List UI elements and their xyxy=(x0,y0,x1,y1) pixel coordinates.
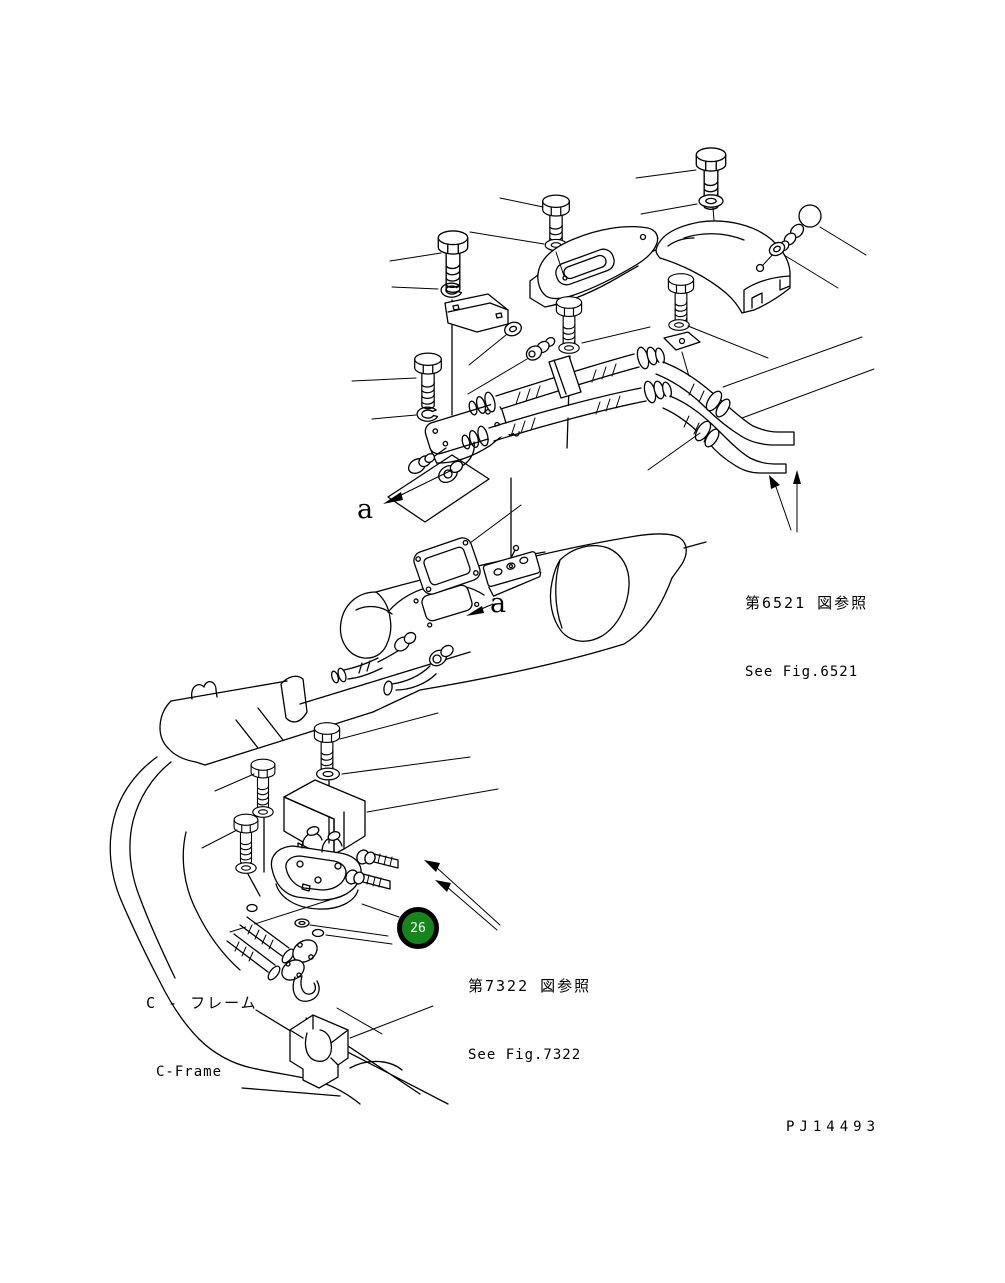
section-view-label-a-upper: a xyxy=(357,494,374,525)
beam-fitting-2 xyxy=(383,644,454,696)
part-balloon-26[interactable]: 26 xyxy=(397,907,439,949)
drawing-number: PJ14493 xyxy=(786,1119,881,1135)
upper-right-cover-assembly xyxy=(635,147,867,314)
reference-fig-6521-jp: 第6521 図参照 xyxy=(745,594,869,613)
clamp-block xyxy=(289,1005,434,1089)
reference-fig-6521-en: See Fig.6521 xyxy=(745,663,859,680)
c-frame-label-jp: C - フレーム xyxy=(146,994,258,1013)
c-frame-label: C - フレーム C-Frame xyxy=(146,947,258,1105)
hose-assembly xyxy=(461,336,875,533)
elbow-fitting-1 xyxy=(407,453,436,474)
elbow-fitting-2 xyxy=(438,460,464,484)
reference-fig-7322-en: See Fig.7322 xyxy=(468,1046,582,1063)
upper-center-cover-assembly xyxy=(467,194,769,395)
lower-valve-assembly xyxy=(201,712,501,1089)
c-frame-label-en: C-Frame xyxy=(156,1063,223,1080)
lower-valve-flange xyxy=(270,826,399,910)
gasket xyxy=(413,537,481,595)
round-head-bolt xyxy=(778,204,822,252)
small-bolt-right xyxy=(663,273,769,381)
beam-assembly xyxy=(159,504,707,766)
beam-fitting-1 xyxy=(330,631,417,684)
plug-bolt xyxy=(525,336,556,361)
section-view-label-a-lower: a xyxy=(490,588,507,619)
reference-fig-6521[interactable]: 第6521 図参照 See Fig.6521 xyxy=(745,547,868,705)
reference-fig-7322[interactable]: 第7322 図参照 See Fig.7322 xyxy=(468,930,591,1088)
lower-tube-pair xyxy=(226,895,343,1002)
beam-block xyxy=(482,551,542,597)
reference-fig-7322-jp: 第7322 図参照 xyxy=(468,977,592,996)
